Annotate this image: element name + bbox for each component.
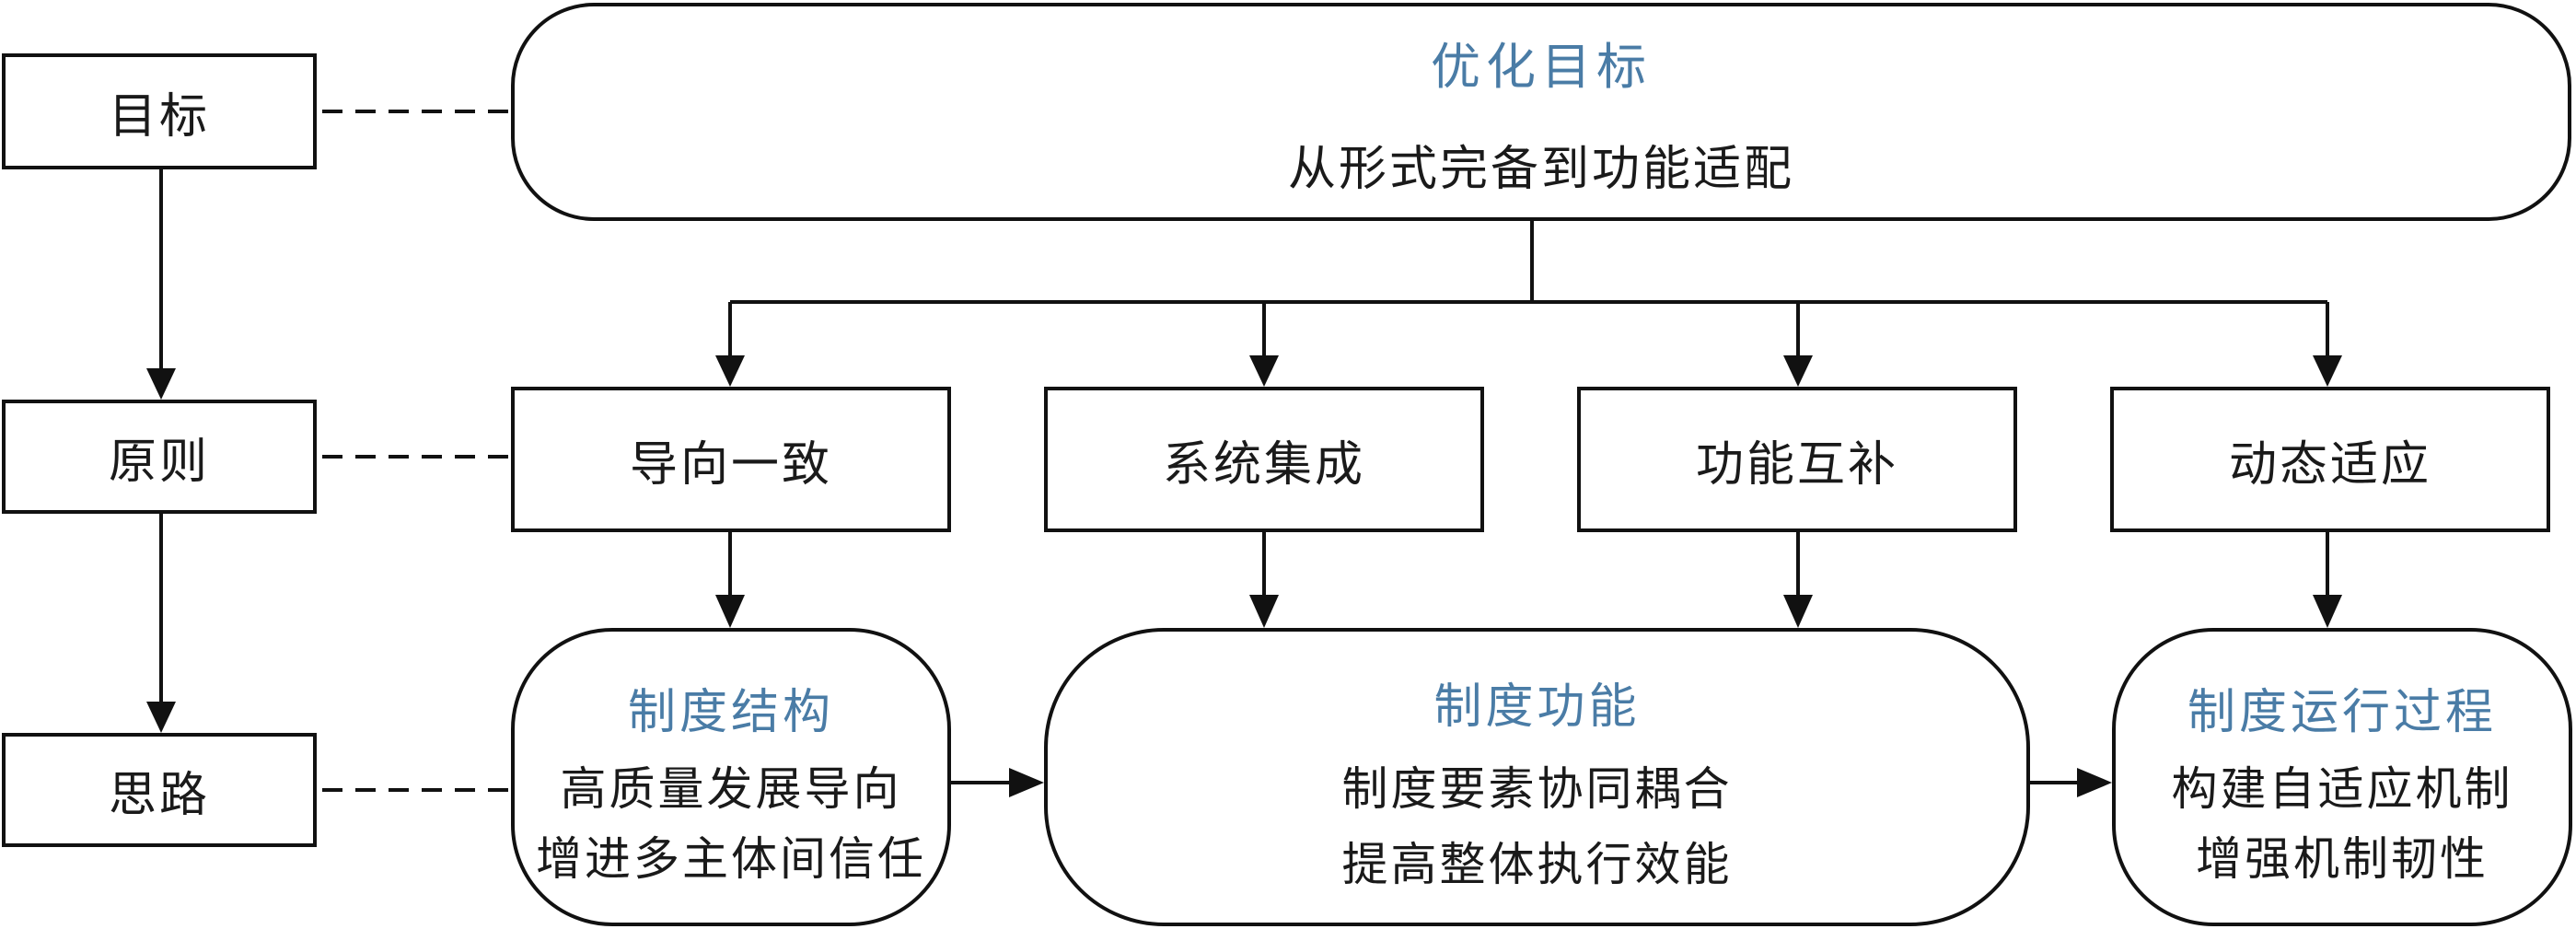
principle-box-1: 导向一致 xyxy=(511,387,951,532)
principle-label-4: 动态适应 xyxy=(2228,436,2431,493)
principle-box-4: 动态适应 xyxy=(2110,387,2550,532)
principle-label-box: 原则 xyxy=(2,400,317,514)
arrowhead xyxy=(1009,768,1044,797)
arrowhead xyxy=(715,595,745,628)
principle-label-3: 功能互补 xyxy=(1695,436,1898,493)
structure-line-1: 高质量发展导向 xyxy=(560,761,902,816)
principle-label-1: 导向一致 xyxy=(629,436,832,493)
structure-box: 制度结构 高质量发展导向 增进多主体间信任 xyxy=(511,628,951,926)
principle-box-2: 系统集成 xyxy=(1044,387,1484,532)
function-box: 制度功能 制度要素协同耦合 提高整体执行效能 xyxy=(1044,628,2030,926)
arrowhead xyxy=(2313,355,2342,387)
goal-title: 优化目标 xyxy=(1431,37,1652,96)
principle-label: 原则 xyxy=(108,434,210,490)
function-title: 制度功能 xyxy=(1433,679,1641,735)
arrowhead xyxy=(1783,355,1813,387)
function-line-1: 制度要素协同耦合 xyxy=(1341,761,1733,816)
structure-line-2: 增进多主体间信任 xyxy=(536,831,926,886)
arrowhead xyxy=(2077,768,2112,797)
goal-subtitle: 从形式完备到功能适配 xyxy=(1287,141,1794,197)
arrowhead xyxy=(715,355,745,387)
arrowhead xyxy=(1249,595,1279,628)
process-line-2: 增强机制韧性 xyxy=(2196,831,2489,886)
function-line-2: 提高整体执行效能 xyxy=(1341,837,1733,891)
structure-title: 制度结构 xyxy=(627,684,834,740)
process-line-1: 构建自适应机制 xyxy=(2171,761,2513,816)
process-box: 制度运行过程 构建自适应机制 增强机制韧性 xyxy=(2112,628,2572,926)
arrowhead xyxy=(1783,595,1813,628)
goal-label-box: 目标 xyxy=(2,53,317,169)
arrowhead xyxy=(2313,595,2342,628)
goal-label: 目标 xyxy=(108,88,210,145)
approach-label: 思路 xyxy=(108,767,210,823)
arrowhead xyxy=(1249,355,1279,387)
principle-box-3: 功能互补 xyxy=(1577,387,2017,532)
principle-label-2: 系统集成 xyxy=(1162,436,1365,493)
approach-label-box: 思路 xyxy=(2,733,317,847)
goal-box: 优化目标 从形式完备到功能适配 xyxy=(511,3,2571,221)
arrowhead xyxy=(146,368,176,400)
arrowhead xyxy=(146,702,176,733)
process-title: 制度运行过程 xyxy=(2187,684,2497,740)
